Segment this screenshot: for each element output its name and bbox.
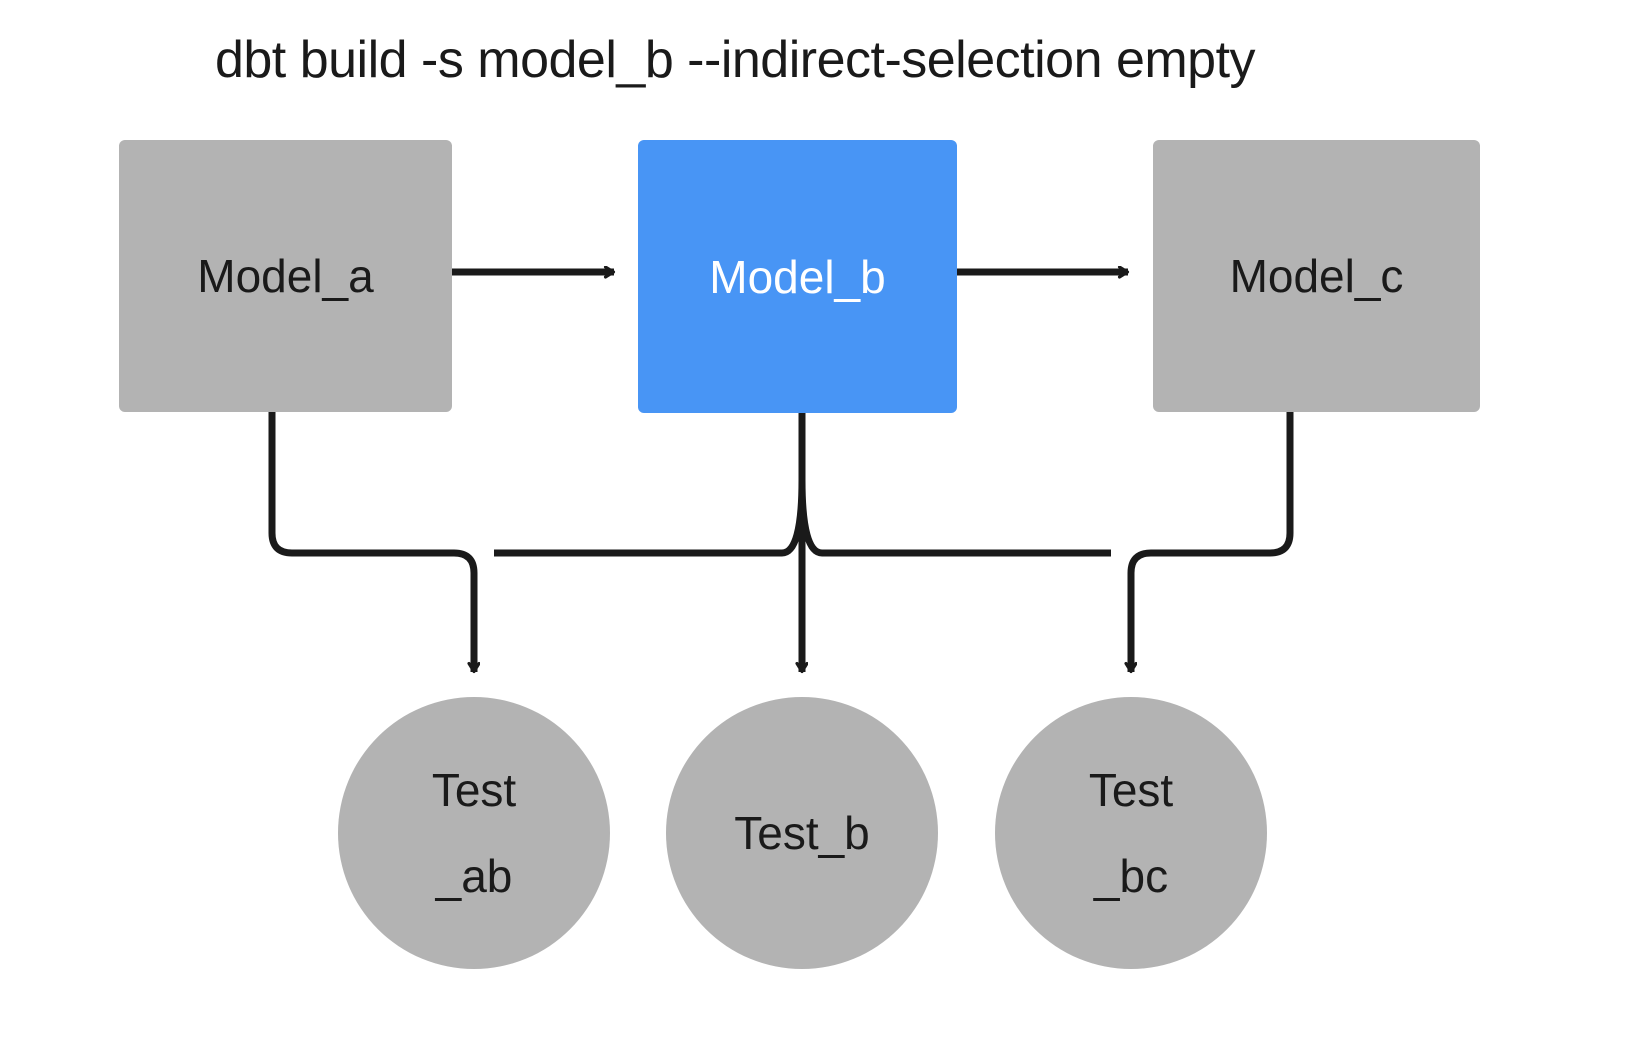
node-test-b[interactable]: Test_b <box>666 697 938 969</box>
edge-model-c-to-test-bc <box>1131 412 1294 672</box>
node-model-b-label: Model_b <box>709 250 886 303</box>
diagram-title: dbt build -s model_b --indirect-selectio… <box>214 31 1256 89</box>
node-test-bc[interactable]: Test _bc <box>995 697 1267 969</box>
node-test-ab[interactable]: Test _ab <box>338 697 610 969</box>
node-model-c[interactable]: Model_c <box>1153 140 1480 412</box>
node-model-a[interactable]: Model_a <box>119 140 452 412</box>
node-test-ab-label: Test _ab <box>431 764 517 902</box>
node-test-bc-label: Test _bc <box>1088 764 1174 902</box>
edge-model-b-to-test-ab <box>494 479 806 557</box>
edge-model-a-to-test-ab <box>268 412 474 672</box>
node-model-c-label: Model_c <box>1229 250 1404 302</box>
node-model-b[interactable]: Model_b <box>638 140 957 413</box>
node-test-b-label: Test_b <box>734 807 870 859</box>
node-model-a-label: Model_a <box>197 250 374 302</box>
edge-model-b-to-test-bc <box>798 479 1111 557</box>
